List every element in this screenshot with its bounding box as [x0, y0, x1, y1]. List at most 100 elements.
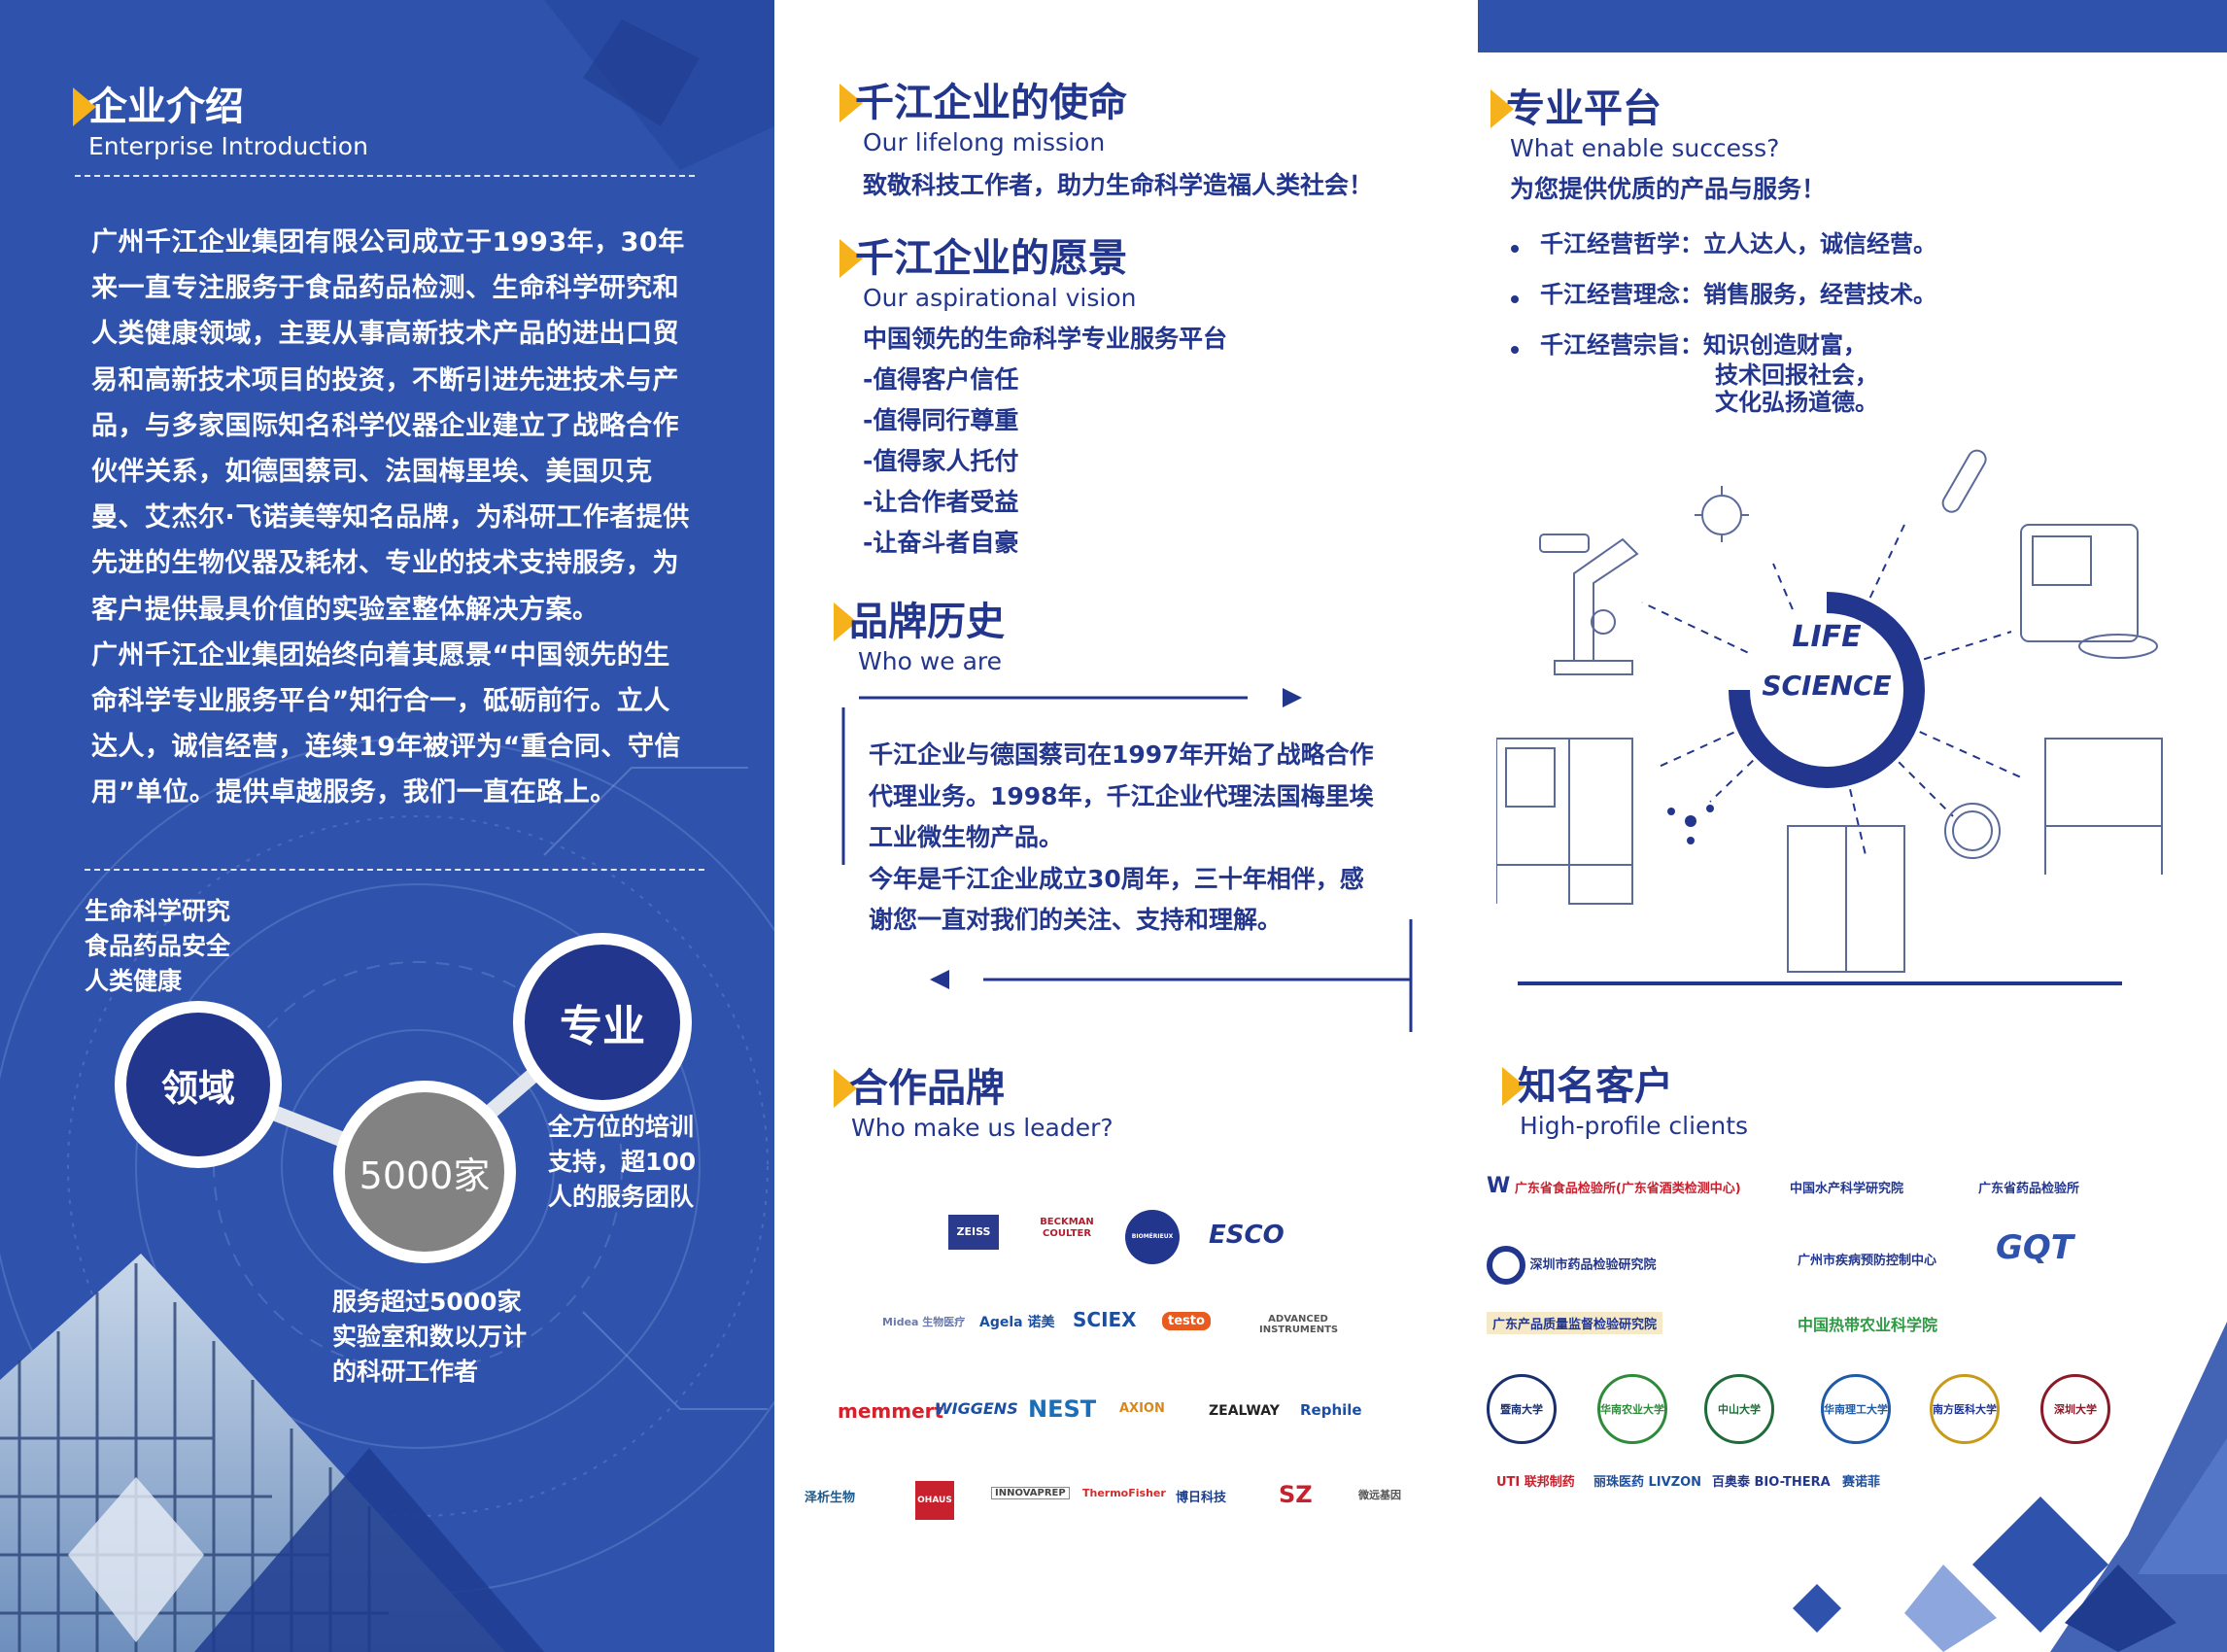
- client-logo: W 广东省食品检验所(广东省酒类检测中心): [1487, 1174, 1741, 1198]
- brand-logo-axion: AXION: [1119, 1401, 1165, 1416]
- bullet-item: 千江经营宗旨：知识创造财富， 技术回报社会， 文化弘扬道德。: [1511, 328, 1936, 416]
- heading-marker-icon: [73, 87, 96, 126]
- brand-logo-sz: SZ: [1279, 1481, 1313, 1508]
- bullet-dot-icon: [1511, 295, 1519, 303]
- bullet-text: 千江经营宗旨：知识创造财富，: [1540, 331, 1867, 359]
- lab-cabinet-icon: [1496, 738, 1633, 905]
- vision-item: -值得同行尊重: [863, 406, 1019, 434]
- client-logo: 广州市疾病预防控制中心: [1798, 1250, 1936, 1268]
- client-seal: 暨南大学: [1487, 1374, 1557, 1444]
- brand-logo-zexi: 泽析生物: [805, 1491, 856, 1505]
- client-name: 广州市疾病预防控制中心: [1798, 1254, 1937, 1268]
- history-subtitle: Who we are: [858, 647, 1003, 675]
- history-title: 品牌历史: [849, 600, 1005, 644]
- brand-logo-memmert: memmert: [838, 1399, 944, 1423]
- count-circle: 5000家: [333, 1081, 516, 1263]
- client-name: 深圳市药品检验研究院: [1529, 1257, 1657, 1273]
- mission-subtitle: Our lifelong mission: [863, 128, 1106, 156]
- client-logo: 深圳市药品检验研究院: [1487, 1246, 1657, 1285]
- intro-paragraph: 广州千江企业集团有限公司成立于1993年，30年来一直专注服务于食品药品检测、生…: [91, 227, 690, 625]
- brand-logo-wiggens: WIGGENS: [935, 1399, 1018, 1418]
- history-line: 千江企业与德国蔡司在1997年开始了战略合作: [869, 740, 1374, 769]
- intro-paragraph: 广州千江企业集团始终向着其愿景“中国领先的生命科学专业服务平台”知行合一，砥砺前…: [91, 639, 681, 809]
- corner-decoration: [1904, 1322, 2227, 1652]
- biosafety-cabinet-icon: [2044, 738, 2163, 875]
- pro-line: 支持，超100: [548, 1148, 697, 1176]
- platform-bullets: 千江经营哲学：立人达人，诚信经营。 千江经营理念：销售服务，经营技术。 千江经营…: [1511, 227, 1936, 433]
- small-diamond-icon: [1793, 1584, 1841, 1633]
- client-logo: 广东产品质量监督检验研究院: [1487, 1312, 1663, 1334]
- count-line: 的科研工作者: [332, 1358, 479, 1386]
- platform-heading: 专业平台 What enable success?: [1490, 86, 1779, 162]
- history-text: 千江企业与德国蔡司在1997年开始了战略合作 代理业务。1998年，千江企业代理…: [869, 735, 1374, 942]
- brands-heading: 合作品牌 Who make us leader?: [834, 1065, 1114, 1142]
- pro-line: 人的服务团队: [548, 1183, 695, 1211]
- analyzer-icon: [2020, 524, 2158, 659]
- pro-circle: 专业: [513, 933, 692, 1112]
- intro-text: 广州千江企业集团有限公司成立于1993年，30年来一直专注服务于食品药品检测、生…: [91, 220, 696, 816]
- intro-subtitle: Enterprise Introduction: [88, 132, 368, 160]
- life-science-diagram: LIFE SCIENCE: [1496, 449, 2163, 973]
- client-logo: GQT: [1996, 1228, 2073, 1267]
- divider: [85, 869, 704, 871]
- vision-list: 中国领先的生命科学专业服务平台 -值得客户信任 -值得同行尊重 -值得家人托付 …: [863, 319, 1227, 564]
- vision-item: -让奋斗者自豪: [863, 529, 1019, 557]
- brand-logo-bori: 博日科技: [1176, 1491, 1227, 1505]
- microscope-icon: [1539, 533, 1639, 675]
- clients-subtitle: High-profile clients: [1520, 1112, 1749, 1140]
- brand-logo-midea: Midea 生物医疗: [882, 1316, 966, 1328]
- heading-marker-icon: [1502, 1067, 1525, 1106]
- intro-heading: 企业介绍 Enterprise Introduction: [73, 84, 368, 160]
- heading-marker-icon: [834, 1069, 857, 1108]
- history-line: 谢您一直对我们的关注、支持和理解。: [869, 906, 1283, 934]
- domain-list: 生命科学研究 食品药品安全 人类健康: [85, 894, 230, 999]
- diagram-label-science: SCIENCE: [1762, 670, 1891, 702]
- domain-circle: 领域: [115, 1001, 282, 1168]
- pro-line: 全方位的培训: [548, 1113, 695, 1141]
- vision-subtitle: Our aspirational vision: [863, 284, 1137, 312]
- client-logo: 赛诺菲: [1842, 1475, 1881, 1490]
- bullet-text: 技术回报社会，: [1715, 361, 1878, 389]
- brand-logo-biomerieux: BIOMÉRIEUX: [1125, 1210, 1180, 1264]
- heading-marker-icon: [839, 84, 863, 122]
- history-line: 工业微生物产品。: [869, 823, 1064, 851]
- vision-item: -让合作者受益: [863, 488, 1019, 516]
- platform-tagline: 为您提供优质的产品与服务！: [1510, 175, 1827, 203]
- client-logo: 百奥泰 BIO-THERA: [1712, 1475, 1831, 1490]
- heading-marker-icon: [1490, 89, 1514, 128]
- mission-heading: 千江企业的使命 Our lifelong mission: [839, 80, 1127, 156]
- brand-logo-sciex: SCIEX: [1073, 1308, 1137, 1331]
- client-mark-icon: W: [1487, 1174, 1511, 1198]
- client-logo: 中国水产科学研究院: [1790, 1178, 1903, 1196]
- client-logo: 广东省药品检验所: [1978, 1178, 2079, 1196]
- client-logo: UTI 联邦制药: [1496, 1475, 1575, 1490]
- brand-logo-vision: 微远基因: [1358, 1489, 1401, 1501]
- history-line: 今年是千江企业成立30周年，三十年相伴，感: [869, 864, 1364, 893]
- bullet-item: 千江经营哲学：立人达人，诚信经营。: [1511, 227, 1936, 260]
- bullet-text: 文化弘扬道德。: [1715, 389, 1878, 416]
- left-panel: 企业介绍 Enterprise Introduction 广州千江企业集团有限公…: [0, 0, 774, 1652]
- heading-marker-icon: [834, 602, 857, 641]
- brands-title: 合作品牌: [849, 1066, 1005, 1111]
- vision-item: -值得家人托付: [863, 447, 1019, 475]
- count-line: 服务超过5000家: [332, 1288, 522, 1316]
- molecule-icon: [1667, 805, 1714, 844]
- client-logo: 丽珠医药 LIVZON: [1593, 1475, 1702, 1490]
- mission-text: 致敬科技工作者，助力生命科学造福人类社会！: [863, 171, 1374, 199]
- bullet-dot-icon: [1511, 245, 1519, 253]
- brands-subtitle: Who make us leader?: [851, 1114, 1114, 1142]
- brand-logo-zealway: ZEALWAY: [1209, 1403, 1280, 1419]
- bullet-text: 千江经营理念：销售服务，经营技术。: [1540, 281, 1936, 308]
- domain-item: 生命科学研究: [85, 897, 231, 925]
- mission-title: 千江企业的使命: [855, 81, 1127, 125]
- heading-marker-icon: [839, 239, 863, 278]
- domain-item: 人类健康: [85, 967, 183, 995]
- diagram-label-life: LIFE: [1792, 620, 1862, 654]
- history-line: 代理业务。1998年，千江企业代理法国梅里埃: [869, 781, 1374, 810]
- virus-icon: [1695, 486, 1749, 542]
- background-decoration: [0, 0, 774, 1652]
- bullet-item: 千江经营理念：销售服务，经营技术。: [1511, 278, 1936, 311]
- intro-title: 企业介绍: [88, 85, 244, 129]
- client-name: 中国热带农业科学院: [1798, 1316, 1938, 1334]
